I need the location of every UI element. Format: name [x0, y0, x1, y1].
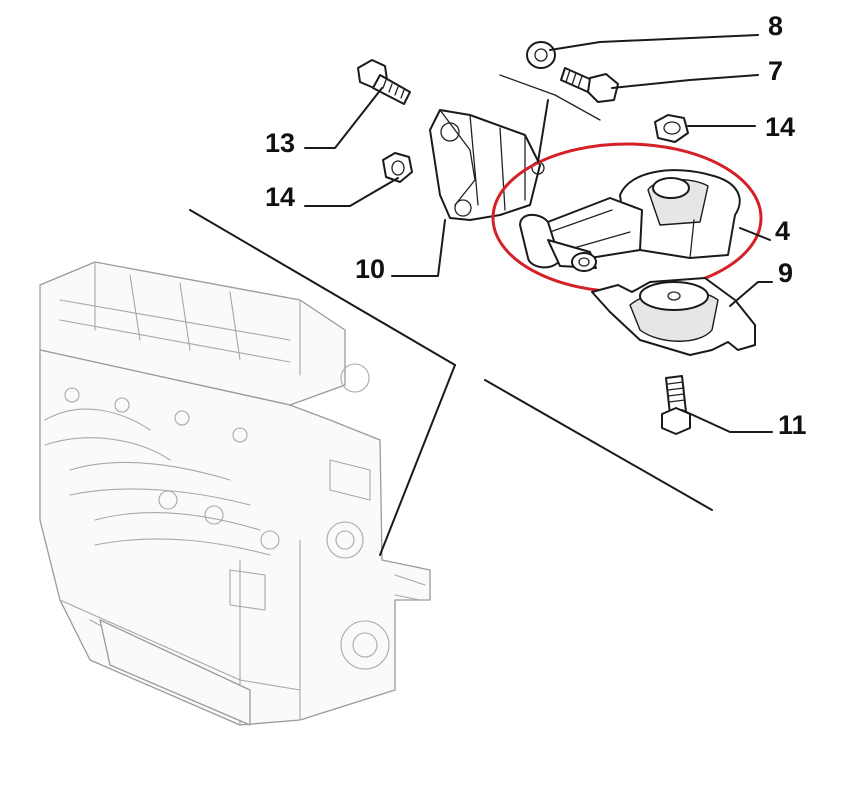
callout-7: 7 [768, 56, 783, 86]
washer-8 [526, 41, 556, 69]
nut-14-left [382, 152, 413, 183]
bracket-10 [429, 74, 601, 221]
callout-14-left: 14 [265, 182, 295, 212]
bolt-11 [661, 375, 691, 435]
nut-14-right [654, 114, 689, 143]
callout-4: 4 [775, 216, 790, 246]
bolt-13 [357, 59, 411, 105]
callout-11: 11 [778, 410, 807, 440]
detail-zoom-lines [189, 209, 713, 556]
callout-8: 8 [768, 11, 783, 41]
base-plate-9 [591, 277, 756, 356]
callout-leaders [304, 34, 773, 433]
bolt-7 [560, 67, 619, 103]
callout-9: 9 [778, 258, 793, 288]
engine-mount-4 [519, 169, 741, 272]
engine-block [39, 261, 431, 726]
callout-13: 13 [265, 128, 295, 158]
callout-14-right: 14 [765, 112, 795, 142]
callout-10: 10 [355, 254, 385, 284]
